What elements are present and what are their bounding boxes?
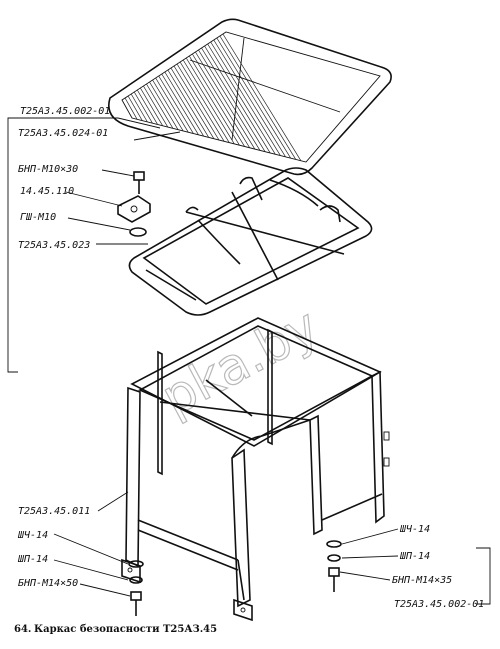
hatch-line	[192, 53, 251, 148]
hatch-line	[155, 77, 189, 133]
hatch-line	[143, 85, 169, 128]
fasteners-left	[128, 560, 144, 616]
hatch-line	[182, 59, 235, 145]
hatch-line	[204, 45, 271, 154]
part-labels: T25АЗ.45.002-01 T25АЗ.45.024-01 БНП-М10×…	[17, 106, 484, 610]
fasteners-right	[326, 540, 342, 592]
roof-panel	[108, 18, 392, 176]
label-washer-m10: ГШ-М10	[20, 212, 56, 223]
caption-number: 64.	[14, 624, 31, 635]
hatch-line	[201, 47, 266, 152]
label-assembly-left: T25АЗ.45.002-01	[20, 106, 110, 117]
hatch-line	[164, 71, 204, 137]
hatch-line	[185, 57, 240, 146]
hatch-line	[152, 79, 184, 132]
bolt-m10	[133, 171, 145, 194]
label-bolt-m10: БНП-М10×30	[18, 164, 78, 175]
hatch-line	[146, 83, 174, 129]
hatch-line	[130, 93, 148, 123]
label-safety-frame: T25АЗ.45.011	[18, 506, 90, 517]
safety-frame	[121, 317, 390, 622]
hatch-line	[140, 87, 164, 126]
label-bolt-m14-right: БНП-М14×35	[392, 575, 452, 586]
hatch-line	[210, 41, 281, 156]
roof-frame	[128, 167, 373, 316]
hatch-line	[176, 63, 225, 142]
hatch-line	[124, 97, 138, 120]
label-spring-washer-left: ШП-14	[17, 554, 48, 565]
hatch-line	[133, 91, 153, 124]
label-washer-14-left: ШЧ-14	[17, 530, 48, 541]
hatch-line	[161, 73, 199, 136]
hatch-line	[179, 61, 230, 143]
roof-hatching	[124, 33, 302, 161]
label-roof-frame: T25АЗ.45.023	[18, 240, 90, 251]
label-roof-panel: T25АЗ.45.024-01	[18, 128, 108, 139]
label-assembly-right: Т25АЗ.45.002-01	[394, 599, 484, 610]
hatch-line	[173, 65, 220, 141]
hatch-line	[167, 69, 210, 138]
hatch-line	[136, 89, 158, 125]
label-washer-14-right: ШЧ-14	[399, 524, 430, 535]
hatch-line	[170, 67, 215, 139]
hatch-line	[149, 81, 179, 130]
caption-text: Каркас безопасности Т25АЗ.45	[34, 624, 217, 635]
label-spring-washer-right: ШП-14	[399, 551, 430, 562]
hatch-line	[219, 35, 297, 160]
hatch-line	[213, 39, 286, 158]
hatch-line	[222, 33, 302, 161]
hatch-line	[127, 95, 143, 121]
hatch-line	[158, 75, 194, 134]
mounting-bracket	[117, 195, 151, 237]
hatch-line	[188, 55, 245, 147]
hatch-line	[195, 51, 256, 150]
hatch-line	[216, 37, 291, 159]
label-bolt-m14-left: БНП-М14×50	[18, 578, 78, 589]
hatch-line	[207, 43, 276, 155]
label-bracket: 14.45.110	[20, 186, 74, 197]
leader-lines	[7, 117, 491, 605]
